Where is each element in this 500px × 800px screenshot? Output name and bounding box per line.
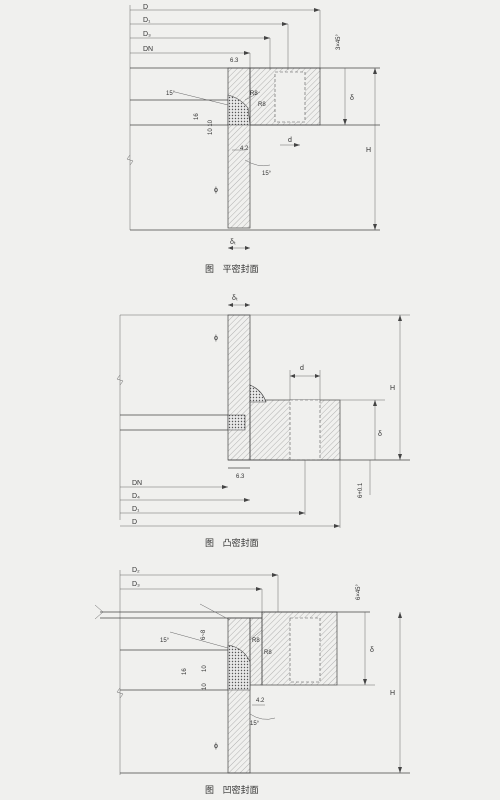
fig2-delta: δ [378, 431, 382, 438]
fig3-v10a: 10 [202, 665, 208, 672]
fig2-dim-DN: DN [132, 480, 142, 487]
fig2-H: H [390, 385, 395, 392]
fig3-range: 6~8 [201, 629, 207, 640]
fig2-roughness: 6.3 [236, 474, 245, 480]
fig3-phi: ϕ [214, 743, 218, 750]
fig2-delta-t: δₜ [232, 295, 238, 302]
fig1-r2: R8 [258, 102, 266, 108]
fig1-v2: 4.2 [240, 146, 249, 152]
fig2-dim-D: D [132, 519, 137, 526]
fig1-angle2: 15° [262, 171, 272, 177]
fig2-dim-D4: D₄ [132, 493, 140, 500]
figure-1-flat-face [126, 5, 380, 250]
figure-1-caption-prefix: 图 [205, 265, 215, 275]
figure-2-raised-face [116, 303, 410, 528]
figure-3-caption-text: 凹密封面 [222, 786, 259, 796]
figure-3-caption: 图 凹密封面 [205, 783, 259, 796]
fig1-r1: R8 [250, 91, 258, 97]
fig3-r2: R8 [264, 650, 272, 656]
figure-3-recessed-face [94, 570, 410, 775]
fig1-H: H [366, 147, 371, 154]
fig3-chamfer: 6×45° [356, 583, 362, 600]
fig1-phi: ϕ [214, 187, 218, 194]
fig3-r1: R8 [252, 638, 260, 644]
figure-1-caption-text: 平密封面 [222, 265, 259, 275]
fig3-dim-D3: D₃ [132, 581, 140, 588]
fig2-height: 6+0.1 [358, 482, 364, 498]
fig2-dim-D1: D₁ [132, 506, 140, 513]
fig1-roughness: 6.3 [230, 58, 239, 64]
figure-1-caption: 图 平密封面 [205, 262, 259, 275]
figure-3-caption-prefix: 图 [205, 786, 215, 796]
fig3-v10b: 10 [202, 683, 208, 690]
fig2-phi: ϕ [214, 335, 218, 342]
fig3-angle: 15° [160, 638, 170, 644]
fig3-delta: δ [370, 647, 374, 654]
fig1-dim-D3: D₃ [143, 31, 151, 38]
fig2-d: d [300, 365, 304, 372]
fig3-v2: 4.2 [256, 698, 265, 704]
figure-2-caption: 图 凸密封面 [205, 536, 259, 549]
figure-2-caption-prefix: 图 [205, 539, 215, 549]
fig1-angle: 15° [166, 91, 176, 97]
fig1-v1010: 10 10 [208, 119, 214, 135]
fig3-H: H [390, 690, 395, 697]
fig1-v16: 16 [194, 113, 200, 120]
figure-2-caption-text: 凸密封面 [222, 539, 259, 549]
fig3-v16: 16 [182, 668, 188, 675]
fig1-dim-DN: DN [143, 46, 153, 53]
fig1-delta-t: δₜ [230, 239, 236, 246]
fig1-chamfer: 3×45° [336, 33, 342, 50]
fig1-delta: δ [350, 95, 354, 102]
fig1-dim-D1: D₁ [143, 17, 151, 24]
fig1-d: d [288, 137, 292, 144]
fig1-dim-D: D [143, 4, 148, 11]
fig3-angle2: 15° [250, 721, 260, 727]
fig3-dim-D2: D₂ [132, 567, 140, 574]
